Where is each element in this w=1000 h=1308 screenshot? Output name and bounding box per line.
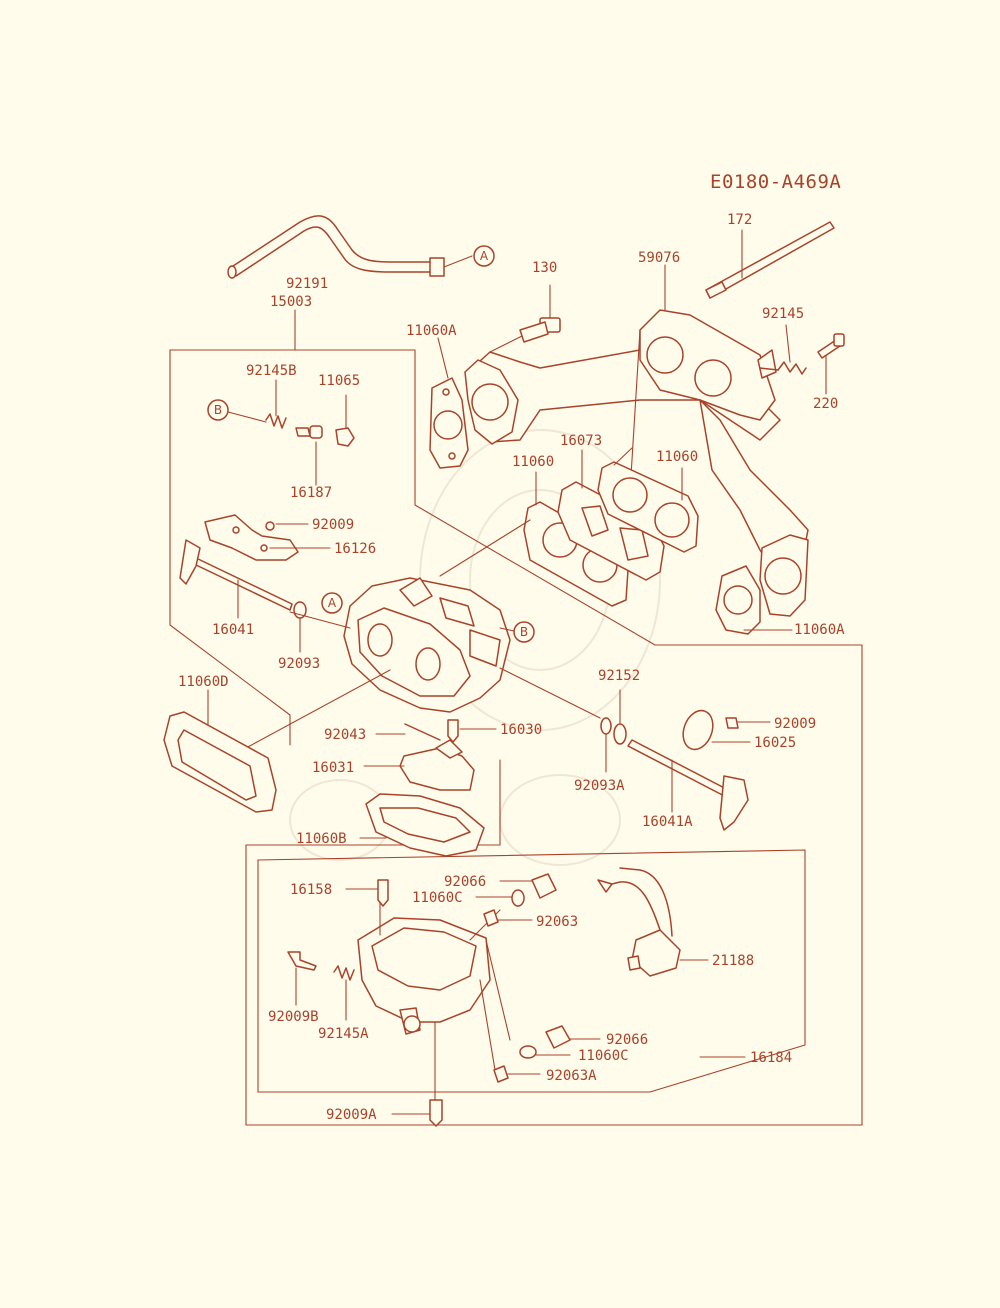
part-labels: 92191 15003 130 59076 172 11060A 92145 2…: [178, 212, 845, 1123]
part-92009A-screw: [391, 1099, 443, 1127]
label-220: 220: [813, 396, 838, 412]
part-11060C-washer-top: [475, 889, 525, 907]
label-92145B: 92145B: [246, 363, 297, 379]
part-92093A-washer: [600, 717, 612, 773]
label-16184: 16184: [750, 1050, 792, 1066]
part-92152: [613, 689, 627, 745]
label-11065: 11065: [318, 373, 360, 389]
part-float-bowl: [357, 879, 511, 1093]
part-92066-plug-bottom: [545, 1025, 601, 1049]
part-220-screw: [817, 333, 845, 395]
part-11060A-gasket-bottom: [715, 565, 793, 635]
part-92063-jet: [483, 909, 533, 927]
part-92093-washer: [293, 601, 307, 653]
label-16158: 16158: [290, 882, 332, 898]
part-11060-gasket-right: [597, 447, 699, 553]
part-21188-solenoid: [597, 867, 709, 977]
label-92145: 92145: [762, 306, 804, 322]
part-11060A-gasket-top: [429, 337, 469, 469]
label-92191: 92191: [286, 276, 328, 292]
part-92191-hose: [227, 215, 473, 279]
part-92009-screw: [725, 717, 771, 729]
label-92063A: 92063A: [546, 1068, 597, 1084]
part-92063A-jet: [493, 1065, 541, 1083]
part-16073-insulator: [557, 449, 665, 581]
ref-marker-b-left: B: [207, 399, 229, 421]
label-11060A-top: 11060A: [406, 323, 457, 339]
part-16030-needle: [447, 719, 497, 743]
label-16073: 16073: [560, 433, 602, 449]
part-11065: [335, 394, 355, 447]
label-16031: 16031: [312, 760, 354, 776]
part-92009B-screw: [287, 951, 317, 1006]
label-92145A: 92145A: [318, 1026, 369, 1042]
label-11060C-top: 11060C: [412, 890, 463, 906]
part-16187-screw: [295, 425, 323, 486]
label-11060-left: 11060: [512, 454, 554, 470]
part-11060-gasket-left: [523, 471, 629, 607]
label-92043: 92043: [324, 727, 366, 743]
part-11060C-washer-bottom: [519, 1045, 571, 1059]
svg-text:B: B: [214, 403, 222, 417]
label-16126: 16126: [334, 541, 376, 557]
label-172: 172: [727, 212, 752, 228]
diagram-code: E0180-A469A: [710, 171, 841, 193]
ref-marker-b-carb: B: [499, 621, 535, 643]
part-172-stud: [705, 221, 835, 299]
part-11060B-gasket: [359, 793, 485, 857]
label-130: 130: [532, 260, 557, 276]
label-92009A: 92009A: [326, 1107, 377, 1123]
label-16041A: 16041A: [642, 814, 693, 830]
label-16025: 16025: [754, 735, 796, 751]
label-92093A: 92093A: [574, 778, 625, 794]
label-11060C-bottom: 11060C: [578, 1048, 629, 1064]
label-59076: 59076: [638, 250, 680, 266]
part-59076-manifold: [464, 264, 809, 617]
part-11060D-gasket: [163, 689, 277, 813]
part-16041-shaft: [179, 539, 293, 619]
label-92063: 92063: [536, 914, 578, 930]
part-92066-plug-top: [499, 873, 557, 899]
part-92145-spring: [759, 324, 807, 375]
part-16041A-shaft: [627, 739, 749, 831]
part-92043-pin: [375, 723, 441, 741]
assembly-boundary: [169, 309, 863, 1126]
part-92145B-spring: [227, 379, 287, 429]
label-92009-top: 92009: [312, 517, 354, 533]
part-130-bolt: [489, 284, 561, 353]
svg-text:B: B: [520, 625, 528, 639]
label-92093: 92093: [278, 656, 320, 672]
part-16025-choke-plate: [682, 709, 751, 751]
label-92152: 92152: [598, 668, 640, 684]
label-11060A-bottom: 11060A: [794, 622, 845, 638]
ref-marker-a-top: A: [473, 245, 495, 267]
label-11060-right: 11060: [656, 449, 698, 465]
part-92145A-spring: [333, 965, 355, 1021]
label-92066-bottom: 92066: [606, 1032, 648, 1048]
ref-marker-a-carb: A: [321, 592, 343, 614]
label-11060D: 11060D: [178, 674, 229, 690]
part-16126-plate: [204, 514, 331, 561]
label-16041: 16041: [212, 622, 254, 638]
label-92009-right: 92009: [774, 716, 816, 732]
label-92009B: 92009B: [268, 1009, 319, 1025]
svg-text:A: A: [328, 596, 337, 610]
label-16030: 16030: [500, 722, 542, 738]
part-carburetor-body: [245, 519, 601, 749]
label-21188: 21188: [712, 953, 754, 969]
label-11060B: 11060B: [296, 831, 347, 847]
label-15003: 15003: [270, 294, 312, 310]
part-16031-float: [363, 739, 475, 791]
svg-text:A: A: [480, 249, 489, 263]
label-16187: 16187: [290, 485, 332, 501]
part-16158: [345, 879, 389, 907]
label-92066-top: 92066: [444, 874, 486, 890]
